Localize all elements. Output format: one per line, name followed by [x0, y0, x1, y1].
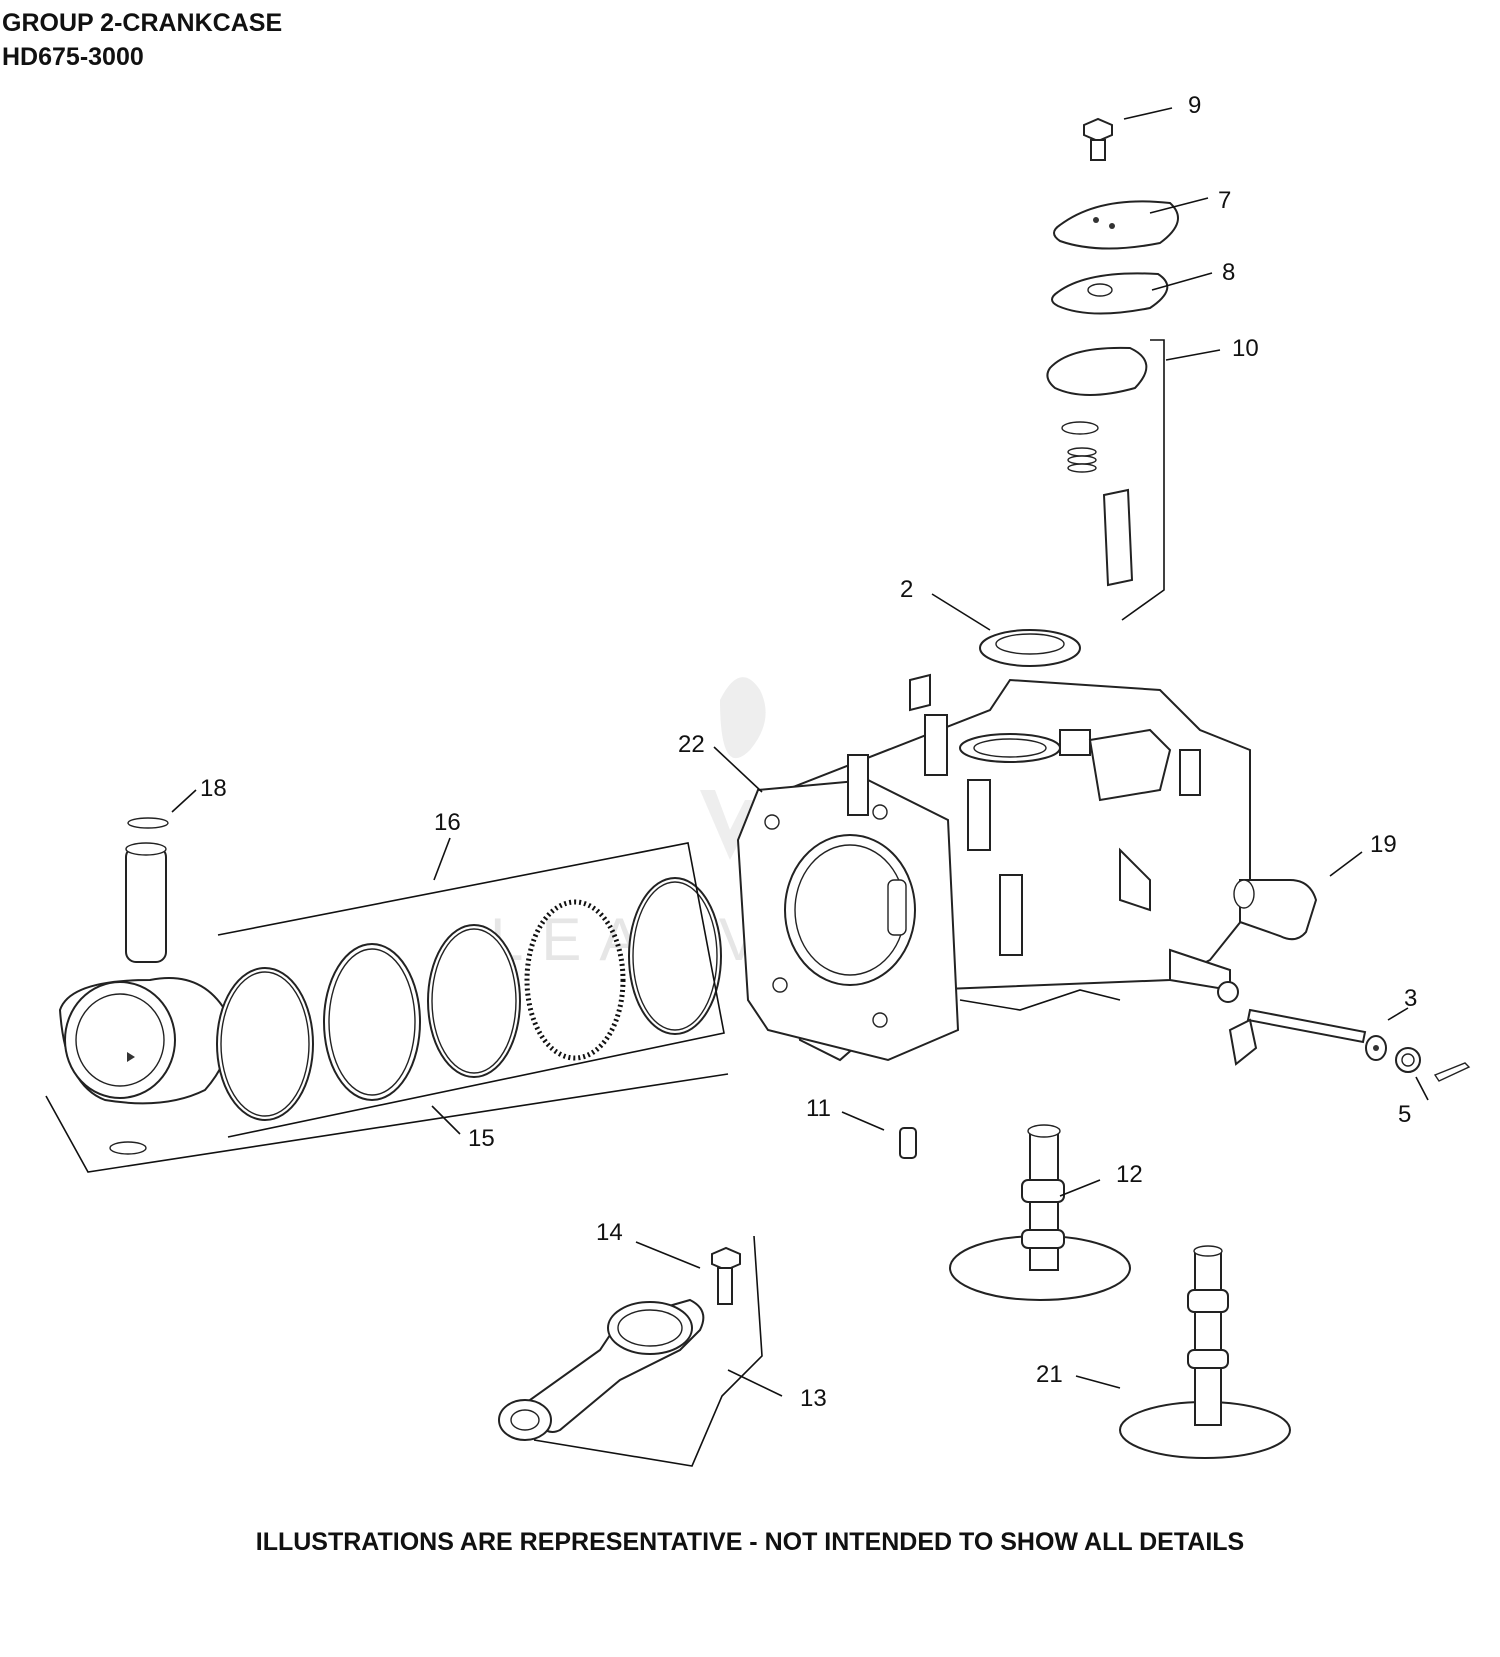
callout-9: 9 [1188, 92, 1201, 119]
piston-bracket [45, 1073, 729, 1173]
part-18-wrist-pin-clip[interactable] [127, 817, 169, 829]
part-15-piston[interactable] [58, 977, 231, 1155]
governor-shaft[interactable] [1228, 1008, 1367, 1066]
callout-8: 8 [1222, 259, 1235, 286]
callout-2: 2 [900, 576, 913, 603]
part-13-connecting-rod[interactable] [498, 1298, 705, 1441]
callout-21: 21 [1036, 1361, 1063, 1388]
part-16-piston-ring-set[interactable] [216, 877, 722, 1121]
callout-labels: 9 7 8 10 2 22 19 3 5 11 12 21 14 13 18 1… [200, 92, 1417, 1412]
callout-11: 11 [806, 1095, 831, 1122]
part-19-breather-elbow[interactable] [1233, 879, 1318, 941]
part-22-crankcase[interactable] [736, 673, 1251, 1062]
callout-5: 5 [1398, 1101, 1411, 1128]
part-5-retainer[interactable] [1395, 1047, 1471, 1082]
part-12-camshaft[interactable] [949, 1124, 1131, 1301]
callout-10: 10 [1232, 335, 1259, 362]
part-21-camshaft-gear[interactable] [1119, 1245, 1291, 1459]
part-8-gasket[interactable] [1051, 272, 1169, 315]
part-10-breather-assembly[interactable] [1046, 339, 1165, 621]
callout-7: 7 [1218, 187, 1231, 214]
callout-18: 18 [200, 775, 227, 802]
callout-12: 12 [1116, 1161, 1143, 1188]
part-7-plate[interactable] [1053, 200, 1179, 250]
title-block: GROUP 2-CRANKCASE HD675-3000 [2, 6, 282, 74]
callout-3: 3 [1404, 985, 1417, 1012]
ring-set-bracket [217, 842, 725, 1138]
callout-15: 15 [468, 1125, 495, 1152]
part-14-rod-bolt[interactable] [711, 1246, 741, 1305]
model-number: HD675-3000 [2, 43, 144, 71]
rod-bracket [533, 1235, 763, 1467]
disclaimer-text: ILLUSTRATIONS ARE REPRESENTATIVE - NOT I… [255, 1528, 1245, 1556]
wrist-pin[interactable] [125, 842, 167, 963]
callout-16: 16 [434, 809, 461, 836]
part-3-washer[interactable] [1365, 1035, 1387, 1061]
watermark-logo [700, 677, 766, 860]
callout-22: 22 [678, 731, 705, 758]
part-2-oil-seal[interactable] [979, 629, 1081, 667]
leader-lines [171, 107, 1429, 1397]
part-11-dowel-pin[interactable] [899, 1127, 917, 1159]
group-title: GROUP 2-CRANKCASE [2, 9, 283, 37]
callout-14: 14 [596, 1219, 623, 1246]
callout-19: 19 [1370, 831, 1397, 858]
callout-13: 13 [800, 1385, 827, 1412]
part-9-bolt[interactable] [1083, 117, 1113, 161]
